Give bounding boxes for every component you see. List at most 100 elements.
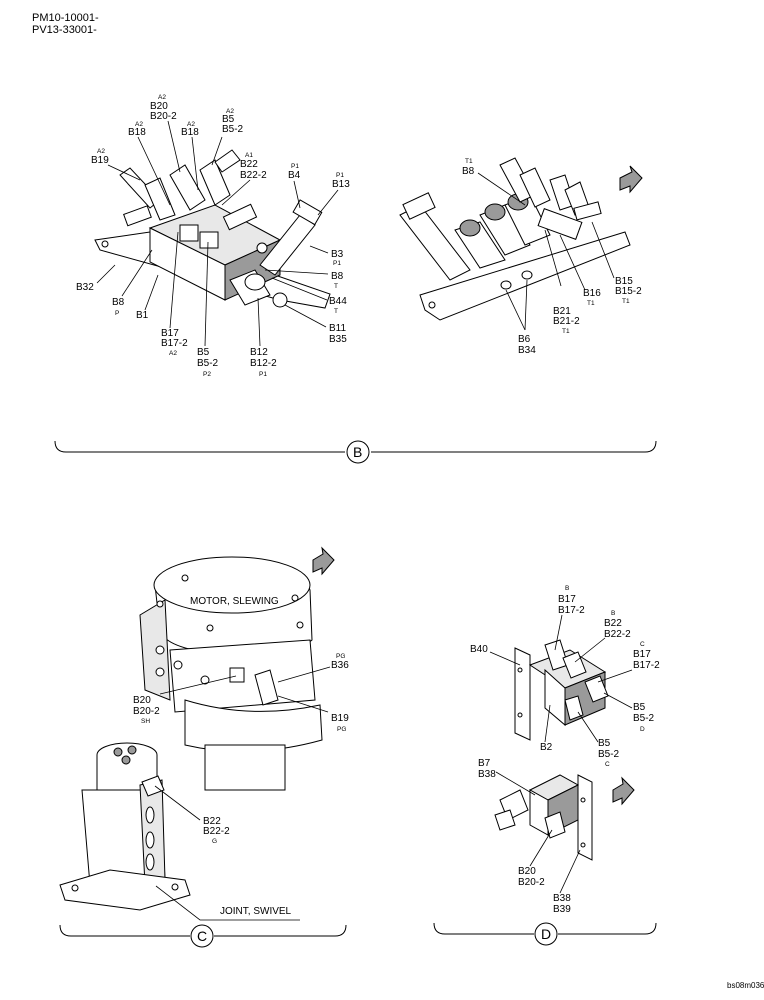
lbl-b17: B17 (633, 649, 651, 660)
lbl-b18: B18 (128, 127, 146, 138)
view-d-letter: D (541, 926, 551, 942)
lbl-b12-2: B12-2 (250, 358, 277, 369)
lbl-p2: P2 (203, 371, 211, 378)
view-c-leaders (154, 666, 331, 921)
lbl-a2: A2 (97, 148, 105, 155)
lbl-b7: B7 (478, 758, 491, 769)
lbl-t1: T1 (465, 158, 473, 165)
lbl-b5: B5 (598, 738, 611, 749)
lbl-b12: B12 (250, 347, 268, 358)
lbl-a2: A2 (187, 121, 195, 128)
model-range-line2: PV13-33001- (32, 24, 97, 36)
lbl-b3: B3 (331, 249, 344, 260)
view-c-bracket: C (59, 924, 347, 948)
lbl-b15: B15 (615, 276, 633, 287)
lbl-b5-2: B5-2 (197, 358, 219, 369)
lbl-b38: B38 (553, 893, 571, 904)
view-d-lower-assembly (494, 774, 635, 861)
lbl-b20-2: B20-2 (150, 111, 177, 122)
lbl-p: P (115, 310, 119, 317)
lbl-p1: P1 (259, 371, 267, 378)
lbl-a2: A2 (158, 94, 166, 101)
lbl-b32: B32 (76, 282, 94, 293)
view-d-bracket: D (433, 922, 657, 946)
lbl-t1: T1 (622, 298, 630, 305)
view-b-letter: B (353, 444, 362, 460)
lbl-b38: B38 (478, 769, 496, 780)
view-b-left-labels: A2 B20 B20-2 A2 B18 A2 B18 A2 B5 B5-2 A2… (76, 94, 350, 378)
lbl-pg: PG (337, 726, 346, 733)
lbl-b22-2: B22-2 (240, 170, 267, 181)
lbl-a2: A2 (169, 350, 177, 357)
lbl-b5-2: B5-2 (633, 713, 655, 724)
view-direction-arrow-icon (619, 165, 643, 194)
lbl-b44: B44 (329, 296, 347, 307)
model-range-line1: PM10-10001- (32, 12, 99, 24)
view-b-right-leaders (477, 172, 615, 331)
lbl-c: C (640, 641, 645, 648)
lbl-b8: B8 (331, 271, 344, 282)
lbl-b22: B22 (203, 816, 221, 827)
joint-swivel-caption: JOINT, SWIVEL (220, 906, 292, 917)
view-d-upper-assembly (514, 639, 609, 741)
lbl-b19: B19 (331, 713, 349, 724)
drawing-reference: bs08m036 (727, 981, 764, 990)
lbl-a2: A2 (226, 108, 234, 115)
view-d-leaders (489, 614, 633, 894)
lbl-b20-2: B20-2 (518, 877, 545, 888)
lbl-b2: B2 (540, 742, 553, 753)
lbl-b13: B13 (332, 179, 350, 190)
lbl-b5: B5 (197, 347, 210, 358)
lbl-b22-2: B22-2 (203, 826, 230, 837)
view-direction-arrow-icon (612, 776, 635, 806)
motor-slewing-caption: MOTOR, SLEWING (190, 596, 279, 607)
lbl-b5: B5 (633, 702, 646, 713)
lbl-t1: T1 (587, 300, 595, 307)
lbl-c: C (605, 761, 610, 768)
lbl-b11: B11 (329, 323, 346, 334)
view-b-right-assembly (399, 157, 643, 321)
lbl-b20: B20 (150, 101, 168, 112)
lbl-b22: B22 (604, 618, 622, 629)
view-b-left-assembly (94, 149, 331, 309)
view-c-slewing-motor (139, 546, 335, 791)
lbl-p1: P1 (333, 260, 341, 267)
lbl-a2: A2 (135, 121, 143, 128)
lbl-d: D (640, 726, 645, 733)
lbl-b1: B1 (136, 310, 149, 321)
lbl-b35: B35 (329, 334, 347, 345)
lbl-b20: B20 (133, 695, 151, 706)
lbl-b: B (611, 610, 615, 617)
view-d-labels: B B17 B17-2 B B22 B22-2 C B17 B17-2 B40 … (470, 585, 660, 915)
lbl-p1: P1 (291, 163, 299, 170)
lbl-b19: B19 (91, 155, 109, 166)
lbl-b17-2: B17-2 (633, 660, 660, 671)
lbl-b8: B8 (462, 166, 475, 177)
lbl-b17-2: B17-2 (558, 605, 585, 616)
lbl-g: G (212, 838, 217, 845)
lbl-b22-2: B22-2 (604, 629, 631, 640)
lbl-b4: B4 (288, 170, 301, 181)
lbl-b20: B20 (518, 866, 536, 877)
lbl-b5: B5 (222, 114, 235, 125)
lbl-pg: PG (336, 653, 345, 660)
lbl-b18: B18 (181, 127, 199, 138)
view-c-labels: MOTOR, SLEWING PG B36 B20 B20-2 SH B19 P… (133, 596, 349, 917)
lbl-b17-2: B17-2 (161, 338, 188, 349)
lbl-b34: B34 (518, 345, 536, 356)
view-b-right-labels: T1 B8 B15 B15-2 T1 B16 T1 B21 B21-2 T1 B… (462, 158, 642, 356)
view-c-swivel-joint (59, 742, 191, 911)
view-direction-arrow-icon (312, 546, 335, 576)
view-c-letter: C (197, 928, 207, 944)
view-b-left-leaders (96, 120, 339, 347)
lbl-b15-2: B15-2 (615, 286, 642, 297)
lbl-p1: P1 (336, 172, 344, 179)
lbl-b22: B22 (240, 159, 258, 170)
lbl-b21: B21 (553, 306, 571, 317)
lbl-b39: B39 (553, 904, 571, 915)
lbl-b6: B6 (518, 334, 531, 345)
lbl-b20-2: B20-2 (133, 706, 160, 717)
lbl-sh: SH (141, 718, 150, 725)
view-b-bracket: B (54, 440, 657, 464)
